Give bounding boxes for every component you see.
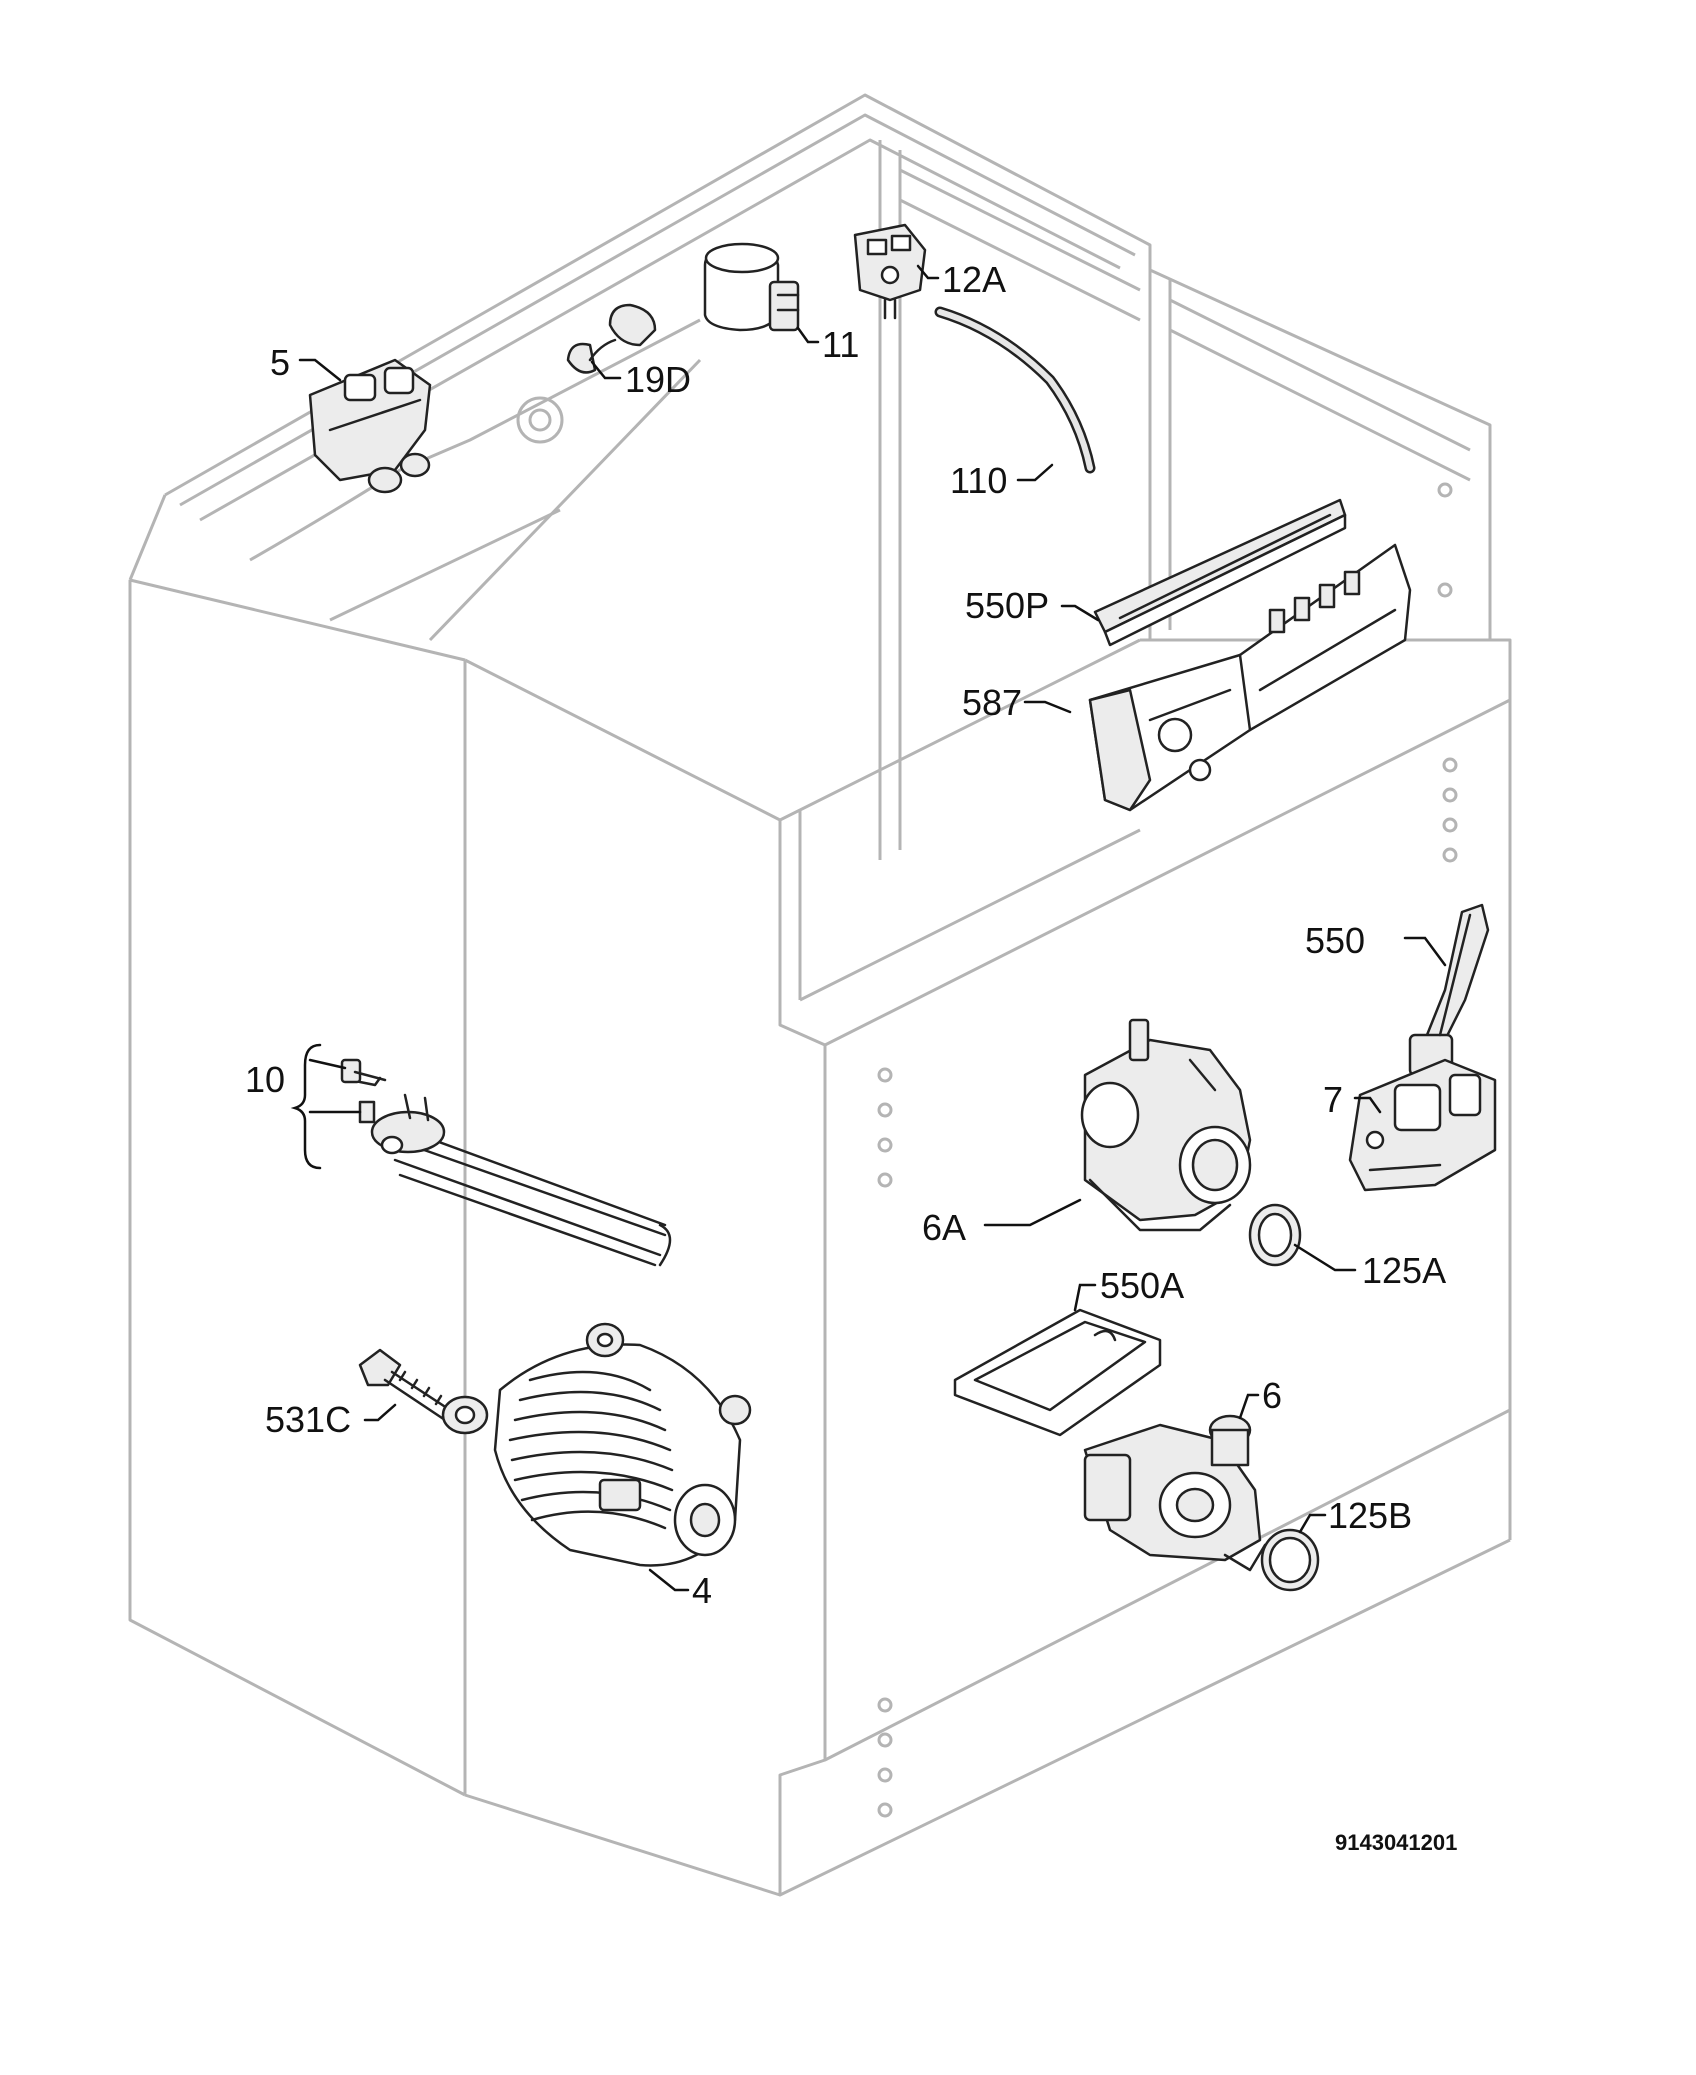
heating-element-part-10 [340,1058,672,1267]
label-6A: 6A [922,1207,966,1248]
label-125A: 125A [1362,1250,1446,1291]
label-6: 6 [1262,1375,1282,1416]
drain-pump-part-6 [1083,1414,1267,1572]
seal-part-125A [1248,1203,1302,1267]
pressure-hose-part-110 [934,306,1096,474]
pump-housing-part-6A [1080,1018,1252,1232]
label-10: 10 [245,1059,285,1100]
leader-lines [290,264,1447,1592]
foam-pad-part-550A [953,1308,1162,1437]
door-interlock-part-7 [1348,1058,1497,1192]
label-5: 5 [270,342,290,383]
label-550P: 550P [965,585,1049,626]
label-110: 110 [950,460,1007,501]
label-531C: 531C [265,1399,351,1440]
label-587: 587 [962,682,1022,723]
pressure-switch-part-12A [853,223,927,320]
label-550: 550 [1305,920,1365,961]
label-4: 4 [692,1570,712,1611]
control-panel-cover-part-550P [1093,498,1347,647]
seal-part-125B [1260,1528,1320,1592]
label-19D: 19D [625,359,691,400]
label-11: 11 [822,324,859,365]
label-12A: 12A [942,259,1006,300]
cabinet-outline [128,93,1512,1897]
drawing-number: 9143041201 [1335,1830,1457,1855]
hose-clip-part-19D [566,303,657,374]
inlet-valve-part-5 [308,358,432,494]
label-7: 7 [1323,1079,1343,1120]
label-125B: 125B [1328,1495,1412,1536]
door-lock-wiring-part-550 [1408,903,1490,1077]
electronic-module-part-587 [1088,543,1412,812]
capacitor-part-11 [703,242,800,332]
motor-part-4 [441,1322,752,1567]
callout-labels: 5 19D 11 12A 110 550P 587 550 7 10 6A 12… [245,259,1446,1611]
screw-part-531C [358,1348,452,1422]
label-550A: 550A [1100,1265,1184,1306]
